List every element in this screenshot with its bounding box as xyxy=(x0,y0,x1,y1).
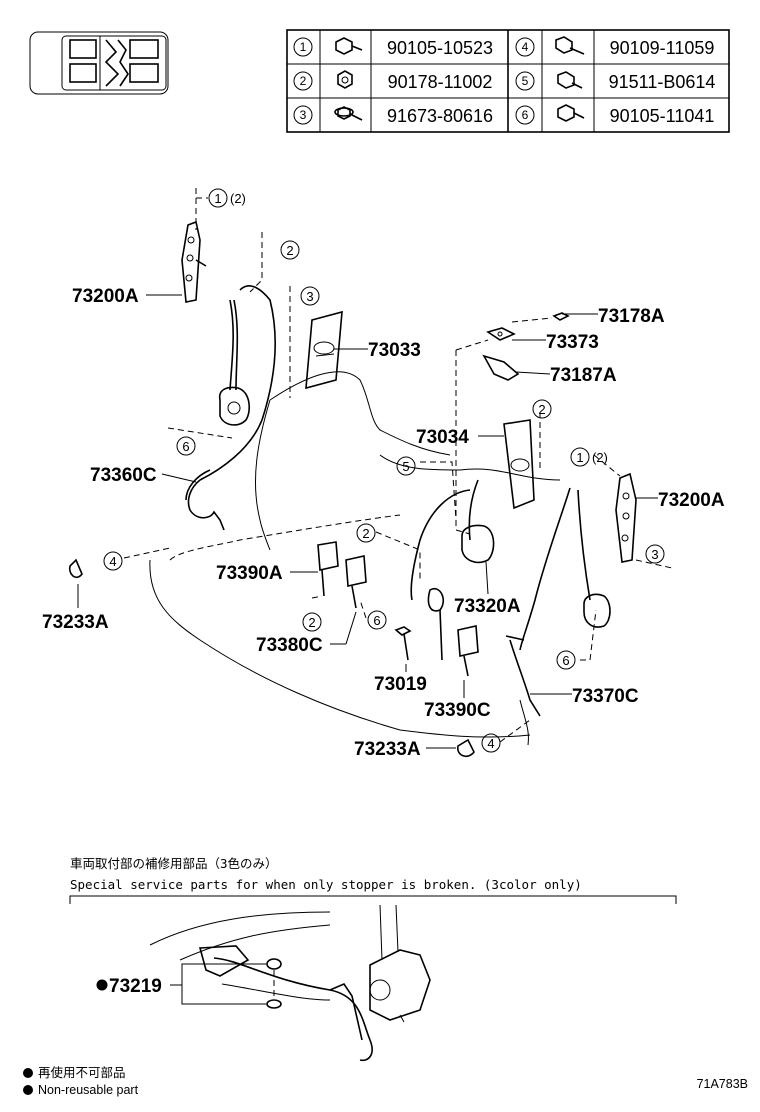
circle-references: 1 (2) 2 3 6 2 5 1 (2) 3 4 2 2 6 6 4 xyxy=(103,188,665,753)
ref-6-buckle: 6 xyxy=(373,613,380,628)
service-note: 車両取付部の補修用部品（3色のみ） Special service parts … xyxy=(69,856,677,904)
ref-6-left: 6 xyxy=(182,439,189,454)
bolt-flange-icon xyxy=(557,104,585,122)
label-73034: 73034 xyxy=(416,427,469,448)
reference-lines xyxy=(123,188,673,743)
leader-lines xyxy=(77,294,658,749)
label-73178A: 73178A xyxy=(598,306,665,327)
right-seat-belt-assembly xyxy=(410,479,495,661)
label-73320A: 73320A xyxy=(454,596,521,617)
right-height-adjuster xyxy=(615,472,637,563)
bolt-long-icon xyxy=(555,36,585,55)
ref-2-top: 2 xyxy=(286,243,293,258)
ref-4-left: 4 xyxy=(109,554,116,569)
label-73019: 73019 xyxy=(374,674,427,695)
label-73390C: 73390C xyxy=(424,700,491,721)
seat-outline xyxy=(149,371,561,746)
non-reusable-dot-icon xyxy=(96,979,108,991)
ref-4-bottom: 4 xyxy=(487,736,494,751)
ref-6-right: 6 xyxy=(562,653,569,668)
buckle-73390C xyxy=(457,625,479,677)
bolt-flange-icon xyxy=(335,37,363,55)
left-height-adjuster xyxy=(181,220,207,303)
table-num-1: 1 xyxy=(300,40,307,54)
upper-right-clips xyxy=(482,312,570,381)
buckle-73380C xyxy=(345,555,367,609)
bolt-73019 xyxy=(394,626,412,661)
ref-5: 5 xyxy=(402,459,409,474)
label-73187A: 73187A xyxy=(550,365,617,386)
bolt-short-icon xyxy=(557,71,583,89)
non-reusable-dot-icon xyxy=(23,1085,33,1095)
reference-code: 71A783B xyxy=(697,1077,748,1091)
left-seat-belt-assembly xyxy=(185,285,277,531)
label-73200A-right: 73200A xyxy=(658,490,725,511)
ref-3-right: 3 xyxy=(651,547,658,562)
table-part-no-1: 90105-10523 xyxy=(387,38,493,58)
ref-2-paren-top: (2) xyxy=(230,191,246,206)
label-73370C: 73370C xyxy=(572,686,639,707)
ref-1-right: 1 xyxy=(576,450,583,465)
ref-2-mid: 2 xyxy=(362,526,369,541)
part-labels: 73200A 73033 73178A 73373 73187A 73034 7… xyxy=(42,286,725,760)
cover-73233A-left xyxy=(68,558,83,579)
table-part-no-6: 90105-11041 xyxy=(610,106,715,126)
label-73233A-bottom: 73233A xyxy=(354,739,421,760)
table-num-6: 6 xyxy=(522,108,529,122)
label-73373: 73373 xyxy=(546,332,599,353)
table-part-no-2: 90178-11002 xyxy=(388,72,493,92)
table-num-5: 5 xyxy=(522,74,529,88)
note-japanese: 車両取付部の補修用部品（3色のみ） xyxy=(70,856,278,871)
label-73233A-left: 73233A xyxy=(42,612,109,633)
stopper-detail xyxy=(149,904,431,1062)
legend: 再使用不可部品 Non-reusable part xyxy=(23,1065,139,1097)
table-part-no-3: 91673-80616 xyxy=(387,106,493,126)
table-num-3: 3 xyxy=(300,108,307,122)
left-pillar-garnish xyxy=(305,310,343,390)
cover-73233A-right xyxy=(457,738,475,758)
label-73380C: 73380C xyxy=(256,635,323,656)
fastener-parts-table: 1 90105-10523 4 90109-11059 2 90178-1100… xyxy=(286,29,730,133)
label-73360C: 73360C xyxy=(90,465,157,486)
ref-2-right: 2 xyxy=(538,402,545,417)
right-outer-belt xyxy=(505,487,611,717)
note-english: Special service parts for when only stop… xyxy=(70,877,582,892)
label-73219: 73219 xyxy=(109,976,162,997)
right-pillar-garnish xyxy=(503,419,535,510)
legend-japanese: 再使用不可部品 xyxy=(38,1065,126,1080)
ref-1-top: 1 xyxy=(214,191,221,206)
bolt-washer-icon xyxy=(334,106,363,121)
nut-icon xyxy=(337,70,353,89)
label-73033: 73033 xyxy=(368,340,421,361)
legend-english: Non-reusable part xyxy=(38,1083,139,1097)
ref-2-paren-right: (2) xyxy=(592,450,608,465)
vehicle-locator-icon xyxy=(29,31,169,95)
table-num-4: 4 xyxy=(522,40,529,54)
ref-2-buckle: 2 xyxy=(308,615,315,630)
label-73219-group: 73219 xyxy=(96,963,266,1005)
table-num-2: 2 xyxy=(300,74,307,88)
table-part-no-5: 91511-B0614 xyxy=(609,72,716,92)
label-73200A-left: 73200A xyxy=(72,286,139,307)
ref-3-top: 3 xyxy=(306,289,313,304)
buckle-73390A xyxy=(317,541,339,597)
table-part-no-4: 90109-11059 xyxy=(610,38,715,58)
label-73390A: 73390A xyxy=(216,563,283,584)
non-reusable-dot-icon xyxy=(23,1068,33,1078)
